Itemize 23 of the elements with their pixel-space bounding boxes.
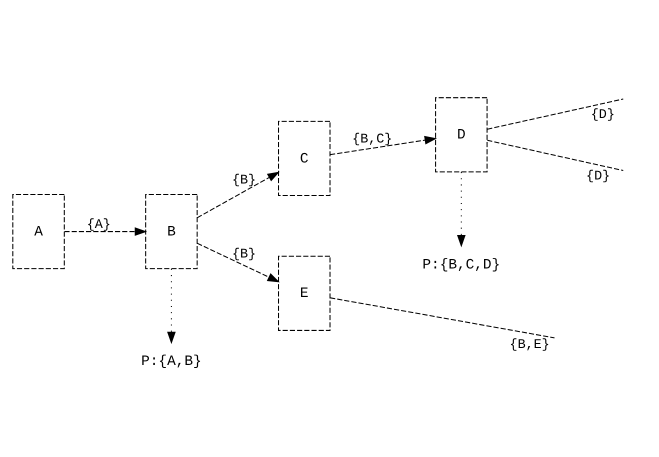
arrow bbox=[197, 242, 280, 282]
node-box: A bbox=[12, 193, 65, 269]
edge-label: {B} bbox=[232, 247, 256, 262]
connector bbox=[330, 296, 555, 338]
node-box: C bbox=[278, 120, 331, 196]
connector bbox=[487, 98, 624, 130]
edge-label: {A} bbox=[86, 217, 111, 232]
connector bbox=[487, 139, 624, 171]
edge-label: {B,C} bbox=[352, 132, 392, 147]
edge-label: {B,E} bbox=[510, 337, 550, 352]
arrow bbox=[330, 135, 437, 155]
arrow bbox=[197, 171, 280, 218]
node-box: D bbox=[435, 96, 488, 172]
node-box: B bbox=[145, 193, 198, 269]
node-text: P:{A,B} bbox=[141, 354, 202, 370]
arrow bbox=[167, 268, 176, 344]
arrow bbox=[457, 172, 466, 247]
arrow bbox=[64, 226, 148, 236]
edge-label: {D} bbox=[590, 108, 615, 123]
node-box: E bbox=[278, 255, 331, 330]
edge-label: {B} bbox=[232, 173, 256, 188]
node-text: P:{B,C,D} bbox=[422, 256, 500, 273]
edge-label: {D} bbox=[586, 169, 610, 184]
